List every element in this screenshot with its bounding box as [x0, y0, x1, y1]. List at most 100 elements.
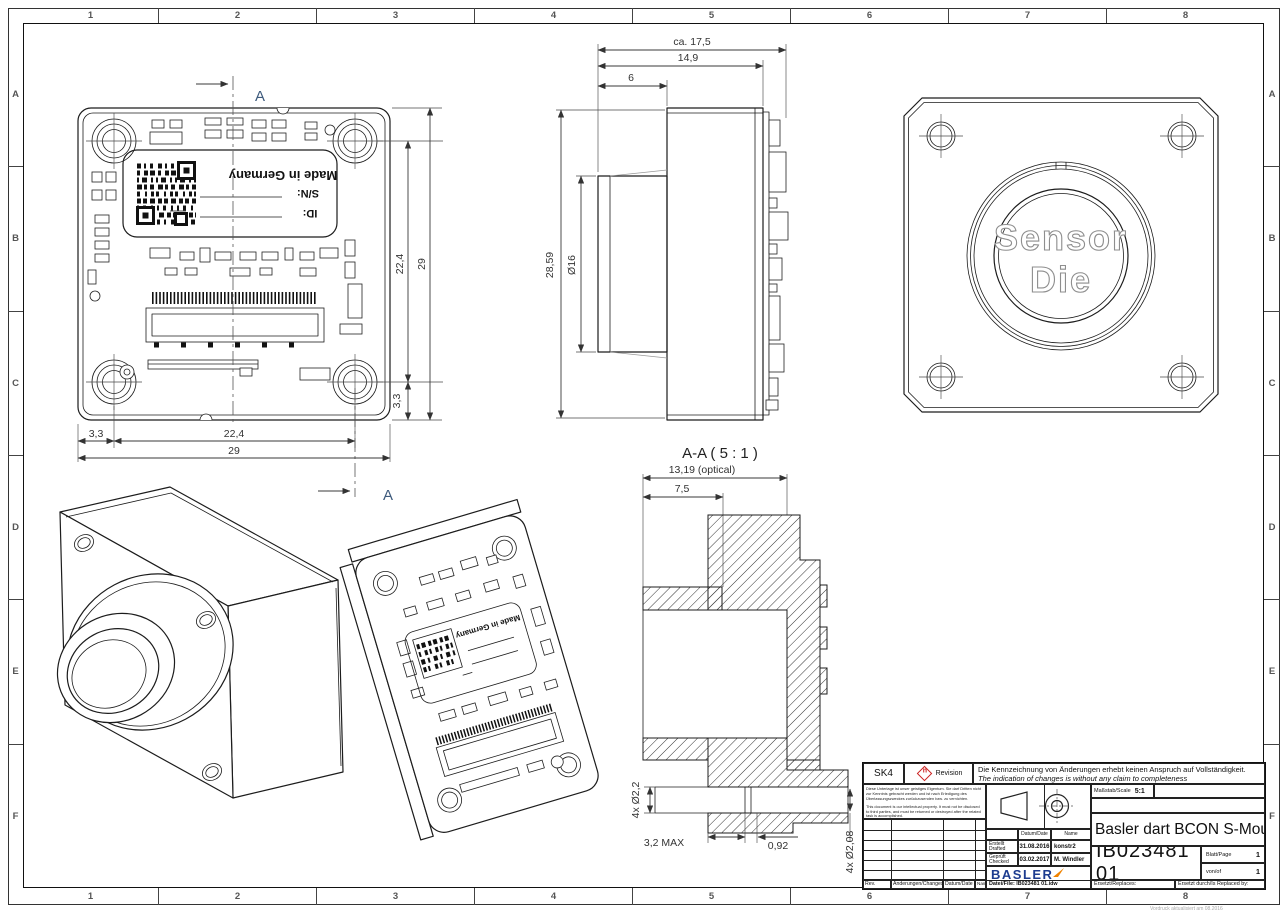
qr-code: [136, 161, 196, 226]
grid-col: 1: [23, 888, 159, 905]
iso-back-components: [396, 554, 564, 793]
mounting-holes: [86, 113, 383, 410]
dim-optical: 13,19 (optical): [669, 464, 736, 476]
section-dims-bottom: 4x Ø2,2 4x Ø2,08 3,2 MAX 0,92: [630, 781, 856, 873]
dim-overall-approx: ca. 17,5: [673, 36, 711, 48]
view-pcb-back: Made in Germany S/N: ID: A A 22,4: [77, 76, 443, 504]
drafted-date: 31.08.2016: [1018, 840, 1051, 853]
company-cell: BASLER Basler AG An der Strusbek 60-62 D…: [986, 866, 1091, 880]
grid-row: D: [1264, 456, 1280, 601]
grid-row: E: [8, 600, 23, 745]
grid-row: C: [1264, 312, 1280, 456]
changes-date-column-label: Datum/Date: [943, 880, 975, 889]
dim-step: 0,92: [768, 840, 789, 852]
drafted-name: konstr2: [1051, 840, 1091, 853]
sheet-outer-border: [8, 8, 1280, 905]
view-side: ca. 17,5 14,9 6 28,59 Ø16: [544, 36, 789, 421]
drawing-number: IB023481 01: [1091, 846, 1201, 880]
title-block: SK4 n Revision Die Kennzeichnung von Änd…: [862, 762, 1266, 890]
grid-row: C: [8, 312, 23, 456]
grid-row: E: [1264, 600, 1280, 745]
dim-depth-max: 3,2 MAX: [644, 837, 684, 849]
grid-strip-right: A B C D E F: [1264, 23, 1280, 888]
view-iso-back: Made in Germany: [339, 498, 599, 841]
confidentiality-cell: Diese Unterlage ist unser geistiges Eige…: [863, 784, 986, 819]
grid-row: A: [8, 23, 23, 168]
dim-lens-protrusion: 6: [628, 72, 634, 84]
checked-name: M. Windler: [1051, 853, 1091, 866]
camera-body-outline: [77, 107, 391, 421]
dims-side-left: 28,59 Ø16: [544, 109, 665, 419]
grid-row: B: [8, 167, 23, 312]
side-body: [666, 107, 764, 421]
dim-height: 28,59: [544, 252, 556, 278]
scale-value: 5:1: [1134, 787, 1145, 795]
revision-cell: n Revision: [904, 763, 973, 784]
dim-bottom-outer: 29: [228, 445, 240, 457]
lens-bore: [642, 609, 788, 739]
change-note-de: Die Kennzeichnung von Änderungen erhebt …: [978, 765, 1246, 774]
scale-cell: Maßstab/Scale 5:1: [1091, 784, 1154, 798]
revision-label: Revision: [935, 770, 963, 777]
made-in-germany-text: Made in Germany: [228, 168, 337, 183]
empty-cell: [1154, 784, 1265, 798]
id-label: ID:: [303, 207, 318, 219]
grid-col: 6: [791, 888, 949, 905]
front-mounting-holes: [919, 114, 1204, 399]
view-front-face: Sensor Die: [903, 97, 1219, 413]
name-column-header: Name: [1051, 829, 1091, 840]
dims-bottom: 3,3 22,4 29: [77, 406, 391, 462]
sheet-page-cell: Blatt/Page 1: [1201, 846, 1265, 863]
section-dims-top: 13,19 (optical) 7,5: [642, 464, 788, 587]
revision-history-table: [863, 819, 986, 880]
grid-col: 2: [159, 8, 317, 23]
section-label-top: A: [255, 88, 265, 105]
lens-barrel: [597, 175, 668, 353]
dim-bottom-inner: 22,4: [224, 428, 245, 440]
section-body-bottom: [707, 812, 849, 834]
dim-bottom-offset: 3,3: [89, 428, 104, 440]
dim-holes-back: 4x Ø2,08: [844, 831, 856, 874]
basler-logo-arrow-icon: [1053, 868, 1065, 877]
sheet-page-value: 1: [1255, 850, 1260, 859]
grid-col: 5: [633, 8, 791, 23]
iso-holes: [74, 534, 222, 781]
iso-lens: [56, 573, 234, 731]
changes-column-label: Änderungen/Changes: [891, 880, 943, 889]
sensor-engraving-line1: Sensor: [994, 217, 1128, 258]
scale-label: Maßstab/Scale: [1094, 788, 1131, 794]
grid-row: D: [8, 456, 23, 601]
projection-symbol-icon: [1000, 789, 1075, 823]
dim-holes-front: 4x Ø2,2: [630, 781, 642, 818]
change-note-cell: Die Kennzeichnung von Änderungen erhebt …: [973, 763, 1265, 784]
dims-right: 22,4 29 3,3: [377, 107, 443, 421]
date-column-header: Datum/Date: [1018, 829, 1051, 840]
grid-col: 3: [317, 8, 475, 23]
confidentiality-en: This document is our intellectual proper…: [866, 803, 981, 819]
grid-strip-left: A B C D E F: [8, 23, 23, 888]
grid-col: 8: [1182, 10, 1189, 21]
grid-strip-bottom: 1 2 3 4 5 6 7 8: [23, 888, 1264, 905]
section-body-upper: [707, 514, 821, 771]
smd-components: [87, 117, 363, 381]
projection-symbol-cell: [986, 784, 1091, 829]
rev-column-label: Rev.: [863, 880, 891, 889]
grid-row: A: [1264, 23, 1280, 168]
dims-side-top: ca. 17,5 14,9 6: [597, 36, 787, 172]
grid-col: 2: [159, 888, 317, 905]
sheet-of-cell: von/of 1: [1201, 863, 1265, 880]
sheet-of-value: 1: [1255, 867, 1260, 876]
pcb-edge: [762, 111, 770, 416]
camera-body-inner-outline: [82, 112, 386, 416]
dim-right-outer: 29: [416, 258, 428, 270]
confidentiality-de: Diese Unterlage ist unser geistiges Eige…: [866, 786, 982, 801]
product-label-plate: Made in Germany S/N: ID:: [122, 149, 338, 238]
checked-date: 03.02.2017: [1018, 853, 1051, 866]
change-note-en: The indication of changes is without any…: [978, 774, 1188, 784]
grid-col: 3: [317, 888, 475, 905]
front-body-outline: [903, 97, 1219, 413]
grid-row: F: [12, 810, 19, 822]
grid-col: 6: [791, 8, 949, 23]
